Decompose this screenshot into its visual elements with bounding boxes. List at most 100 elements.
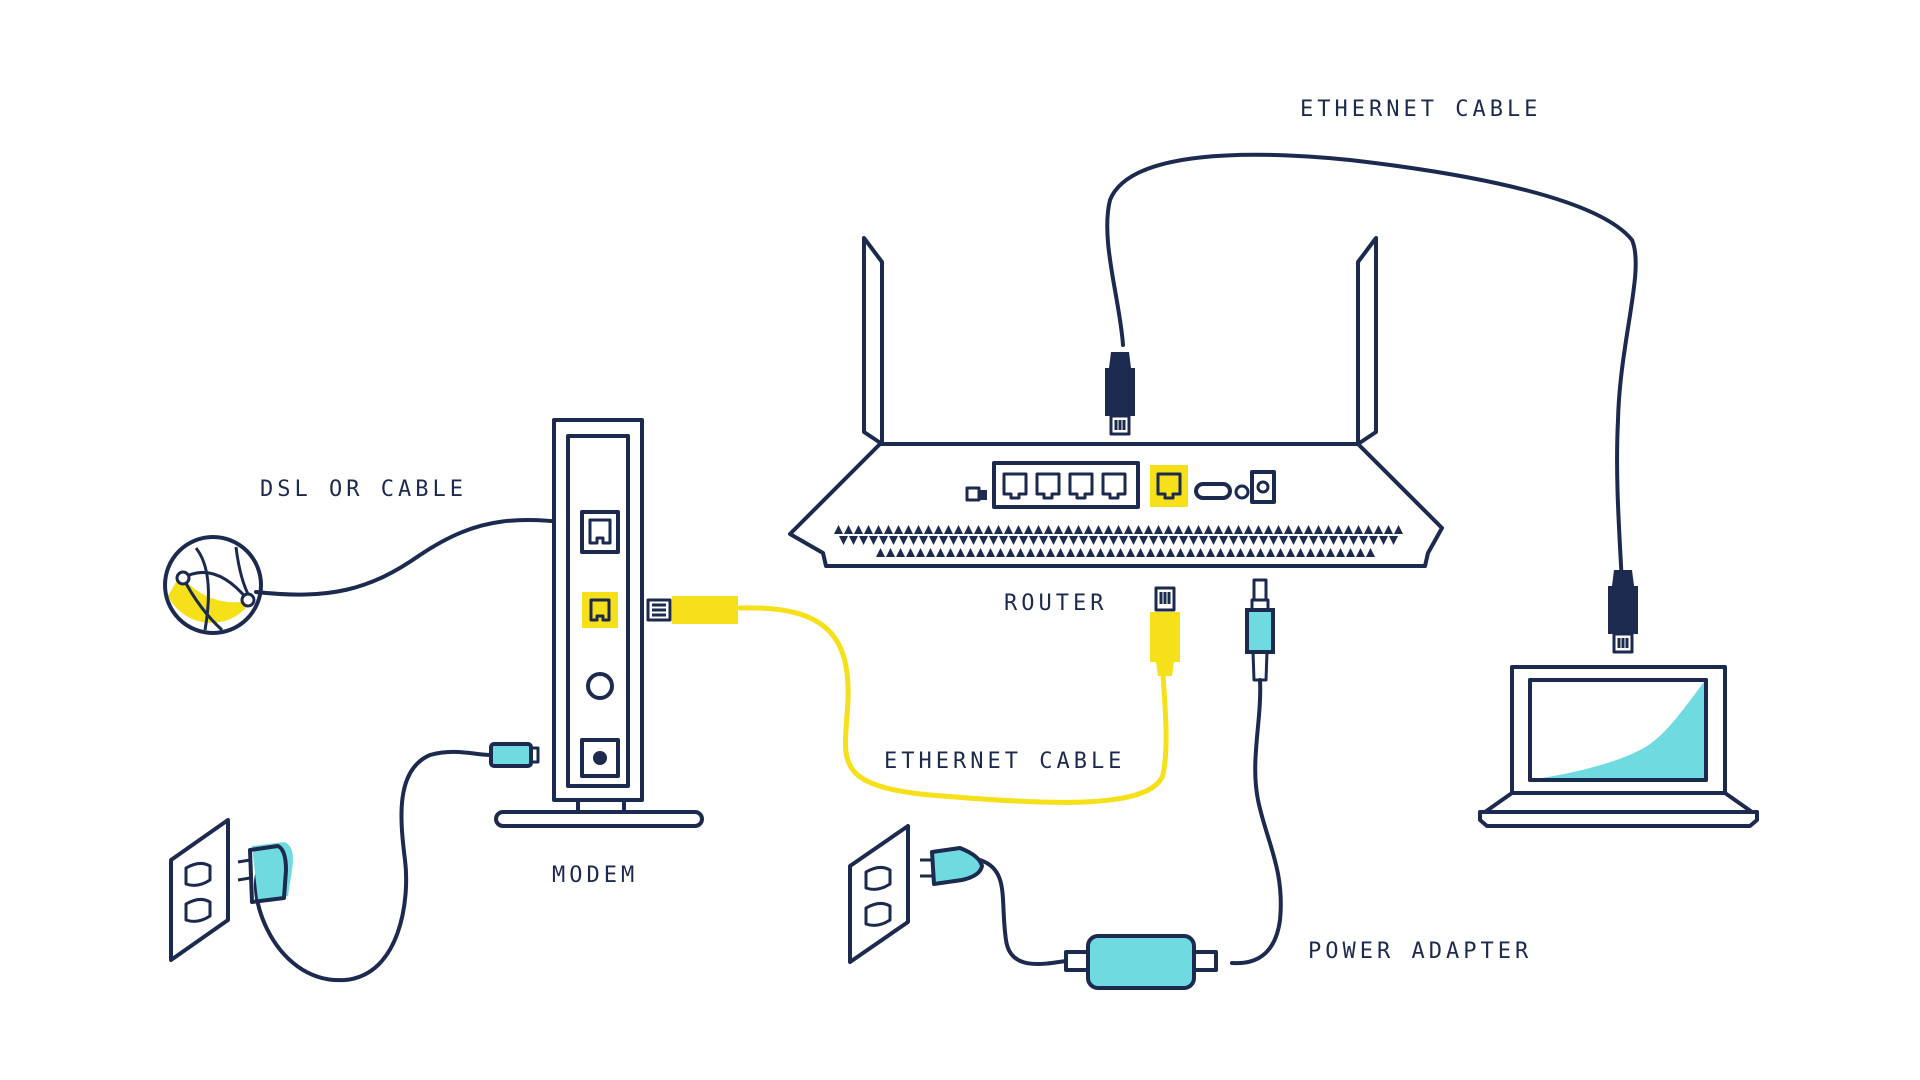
globe-icon xyxy=(163,535,263,635)
vent-triangle xyxy=(944,525,953,534)
vent-triangle xyxy=(884,525,893,534)
vent-triangle xyxy=(1114,525,1123,534)
vent-triangle xyxy=(1124,525,1133,534)
vent-triangle xyxy=(969,536,978,545)
vent-triangle xyxy=(1356,548,1365,557)
vent-triangle xyxy=(854,525,863,534)
vent-triangle xyxy=(1289,536,1298,545)
vent-triangle xyxy=(869,536,878,545)
vent-triangle xyxy=(1009,536,1018,545)
vent-triangle xyxy=(1056,548,1065,557)
vent-triangle xyxy=(1019,536,1028,545)
vent-triangle xyxy=(1094,525,1103,534)
router-vents xyxy=(834,525,1403,557)
vent-triangle xyxy=(1169,536,1178,545)
lan-ports xyxy=(1002,472,1127,500)
vent-triangle xyxy=(1374,525,1383,534)
dsl-cable xyxy=(254,518,602,597)
wall-plug-icon xyxy=(920,846,984,886)
vent-triangle xyxy=(1234,525,1243,534)
vent-triangle xyxy=(1224,525,1233,534)
vent-triangle xyxy=(1216,548,1225,557)
vent-triangle xyxy=(1254,525,1263,534)
vent-triangle xyxy=(1324,525,1333,534)
vent-triangle xyxy=(1299,536,1308,545)
vent-triangle xyxy=(976,548,985,557)
vent-triangle xyxy=(1154,525,1163,534)
vent-triangle xyxy=(1189,536,1198,545)
modem-power-cable xyxy=(254,742,540,983)
vent-triangle xyxy=(1104,525,1113,534)
vent-triangle xyxy=(1334,525,1343,534)
vent-triangle xyxy=(1204,525,1213,534)
vent-triangle xyxy=(904,525,913,534)
vent-triangle xyxy=(1136,548,1145,557)
vent-triangle xyxy=(909,536,918,545)
vent-triangle xyxy=(886,548,895,557)
ethernet-mid-label: ETHERNET CABLE xyxy=(884,749,1125,774)
vent-triangle xyxy=(1259,536,1268,545)
vent-triangle xyxy=(1339,536,1348,545)
vent-triangle xyxy=(1284,525,1293,534)
vent-triangle xyxy=(1016,548,1025,557)
vent-triangle xyxy=(1144,525,1153,534)
vent-triangle xyxy=(926,548,935,557)
vent-triangle xyxy=(1344,525,1353,534)
vent-triangle xyxy=(964,525,973,534)
vent-triangle xyxy=(1246,548,1255,557)
vent-triangle xyxy=(1069,536,1078,545)
vent-triangle xyxy=(1079,536,1088,545)
vent-triangle xyxy=(1264,525,1273,534)
power-adapter-icon xyxy=(978,858,1218,990)
vent-triangle xyxy=(1274,525,1283,534)
vent-triangle xyxy=(914,525,923,534)
vent-triangle xyxy=(996,548,1005,557)
vent-triangle xyxy=(1319,536,1328,545)
vent-triangle xyxy=(1306,548,1315,557)
vent-triangle xyxy=(1394,525,1403,534)
vent-triangle xyxy=(1024,525,1033,534)
vent-triangle xyxy=(879,536,888,545)
vent-triangle xyxy=(906,548,915,557)
vent-triangle xyxy=(1064,525,1073,534)
vent-triangle xyxy=(1384,525,1393,534)
vent-triangle xyxy=(1256,548,1265,557)
vent-triangle xyxy=(1116,548,1125,557)
vent-triangle xyxy=(874,525,883,534)
vent-triangle xyxy=(834,525,843,534)
vent-triangle xyxy=(959,536,968,545)
vent-triangle xyxy=(1266,548,1275,557)
vent-triangle xyxy=(1029,536,1038,545)
vent-triangle xyxy=(1369,536,1378,545)
vent-triangle xyxy=(1066,548,1075,557)
vent-triangle xyxy=(1036,548,1045,557)
vent-triangle xyxy=(1346,548,1355,557)
vent-triangle xyxy=(1249,536,1258,545)
vent-triangle xyxy=(1159,536,1168,545)
vent-triangle xyxy=(974,525,983,534)
vent-triangle xyxy=(1004,525,1013,534)
vent-triangle xyxy=(1059,536,1068,545)
vent-triangle xyxy=(1226,548,1235,557)
vent-triangle xyxy=(1349,536,1358,545)
vent-triangle xyxy=(1304,525,1313,534)
vent-triangle xyxy=(936,548,945,557)
vent-triangle xyxy=(1279,536,1288,545)
vent-triangle xyxy=(894,525,903,534)
power-adapter-label: POWER ADAPTER xyxy=(1308,939,1532,964)
vent-triangle xyxy=(1364,525,1373,534)
modem-label: MODEM xyxy=(552,863,638,888)
vent-triangle xyxy=(1099,536,1108,545)
vent-triangle xyxy=(986,548,995,557)
vent-triangle xyxy=(1239,536,1248,545)
vent-triangle xyxy=(1039,536,1048,545)
vent-triangle xyxy=(989,536,998,545)
wan-port xyxy=(1150,465,1188,507)
vent-triangle xyxy=(1219,536,1228,545)
vent-triangle xyxy=(1074,525,1083,534)
router-label: ROUTER xyxy=(1004,591,1107,616)
vent-triangle xyxy=(839,536,848,545)
modem-icon xyxy=(494,418,704,828)
